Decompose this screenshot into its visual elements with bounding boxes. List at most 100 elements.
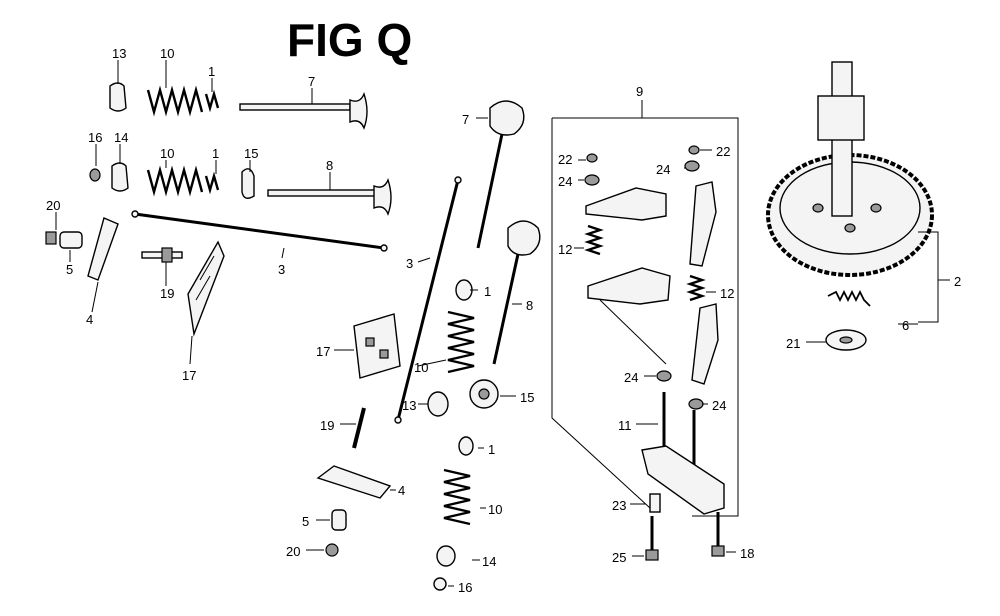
leader-lines xyxy=(55,60,950,587)
callout-22: 22 xyxy=(558,152,572,167)
callout-5: 5 xyxy=(302,514,309,529)
pivot-bolt-5-left xyxy=(59,231,83,249)
callout-4: 4 xyxy=(398,483,405,498)
valve-spring-10-upper xyxy=(146,85,204,117)
callout-19: 19 xyxy=(320,418,334,433)
callout-24: 24 xyxy=(656,162,670,177)
valve-retainer-1-center-top xyxy=(455,279,473,301)
nut-20-center xyxy=(325,543,339,557)
valve-keeper-13-center xyxy=(427,391,449,417)
exhaust-valve-7-center xyxy=(476,100,525,249)
callout-10: 10 xyxy=(488,502,502,517)
valve-cap-16-center xyxy=(433,577,447,591)
callout-15: 15 xyxy=(244,146,258,161)
valve-cap-16 xyxy=(89,168,101,182)
callout-14: 14 xyxy=(482,554,496,569)
callout-12: 12 xyxy=(720,286,734,301)
callout-13: 13 xyxy=(402,398,416,413)
callout-3: 3 xyxy=(406,256,413,271)
callout-11: 11 xyxy=(618,418,632,433)
figure-title: FIG Q xyxy=(287,14,412,66)
callout-5: 5 xyxy=(66,262,73,277)
valve-rotator-15-center xyxy=(469,379,499,409)
callout-24: 24 xyxy=(624,370,638,385)
callout-4: 4 xyxy=(86,312,93,327)
callout-10: 10 xyxy=(160,46,174,61)
callout-21: 21 xyxy=(786,336,800,351)
rocker-arm-4-left xyxy=(87,217,119,281)
valve-rotator-15 xyxy=(241,168,255,199)
pivot-bolt-5-center xyxy=(331,509,347,531)
governor-arm-upper-left xyxy=(585,187,667,221)
callout-22: 22 xyxy=(716,144,730,159)
bolt-25 xyxy=(645,516,659,561)
valve-retainer-1-center-bottom xyxy=(458,436,474,456)
valve-spring-10-center-bottom xyxy=(443,468,471,526)
intake-valve-8-center xyxy=(492,220,541,365)
callout-18: 18 xyxy=(740,546,754,561)
valve-retainer-1-upper xyxy=(204,89,220,113)
callout-10: 10 xyxy=(414,360,428,375)
callout-15: 15 xyxy=(520,390,534,405)
valve-spring-10-center xyxy=(447,310,475,374)
callout-20: 20 xyxy=(46,198,60,213)
washers-24-lower xyxy=(656,370,704,410)
callout-25: 25 xyxy=(612,550,626,565)
callout-8: 8 xyxy=(326,158,333,173)
callout-20: 20 xyxy=(286,544,300,559)
rocker-plate-17-left xyxy=(187,240,225,337)
valve-keeper-14 xyxy=(111,162,129,192)
callout-9: 9 xyxy=(636,84,643,99)
valve-keeper-13 xyxy=(109,82,127,112)
callout-7: 7 xyxy=(462,112,469,127)
exhaust-valve-7 xyxy=(239,91,368,130)
valve-retainer-1-lower xyxy=(204,171,220,195)
governor-arm-lower-left xyxy=(587,267,671,365)
valve-spring-10-lower xyxy=(146,165,204,197)
callout-10: 10 xyxy=(160,146,174,161)
callout-8: 8 xyxy=(526,298,533,313)
bolt-18 xyxy=(711,512,725,557)
group-bracket-2 xyxy=(918,231,939,323)
washers-22-24 xyxy=(584,145,700,186)
callout-17: 17 xyxy=(182,368,196,383)
callout-14: 14 xyxy=(114,130,128,145)
callout-1: 1 xyxy=(484,284,491,299)
nut-20-left xyxy=(45,231,57,245)
callout-16: 16 xyxy=(458,580,472,595)
callout-16: 16 xyxy=(88,130,102,145)
callout-24: 24 xyxy=(558,174,572,189)
adjusting-screw-19-left xyxy=(141,247,183,263)
camshaft-gear-2 xyxy=(766,61,934,277)
valve-keeper-14-center xyxy=(436,545,456,567)
callout-1: 1 xyxy=(212,146,219,161)
callout-19: 19 xyxy=(160,286,174,301)
callout-numbers: 13 10 1 7 16 14 10 1 15 8 20 5 4 19 17 3… xyxy=(46,46,961,595)
spring-6 xyxy=(827,289,871,307)
callout-1: 1 xyxy=(488,442,495,457)
callout-2: 2 xyxy=(954,274,961,289)
governor-arm-upper-right xyxy=(689,181,717,267)
callout-6: 6 xyxy=(902,318,909,333)
rocker-plate-17-center xyxy=(353,313,401,379)
callout-12: 12 xyxy=(558,242,572,257)
callout-1: 1 xyxy=(208,64,215,79)
spring-12-left xyxy=(584,224,604,256)
push-rod-3-horizontal xyxy=(131,210,388,252)
callout-7: 7 xyxy=(308,74,315,89)
callout-17: 17 xyxy=(316,344,330,359)
callout-13: 13 xyxy=(112,46,126,61)
callout-23: 23 xyxy=(612,498,626,513)
intake-valve-8 xyxy=(267,177,392,216)
adjusting-screw-19-center xyxy=(352,407,366,449)
assembly-bracket-9 xyxy=(551,117,739,517)
collar-23 xyxy=(649,493,661,513)
washer-21 xyxy=(825,329,867,351)
governor-shaft-holder-11 xyxy=(641,392,725,515)
push-rod-3-diagonal xyxy=(394,176,462,424)
rocker-arm-4-center xyxy=(316,465,392,499)
spring-12-right xyxy=(686,274,706,302)
callout-3: 3 xyxy=(278,262,285,277)
